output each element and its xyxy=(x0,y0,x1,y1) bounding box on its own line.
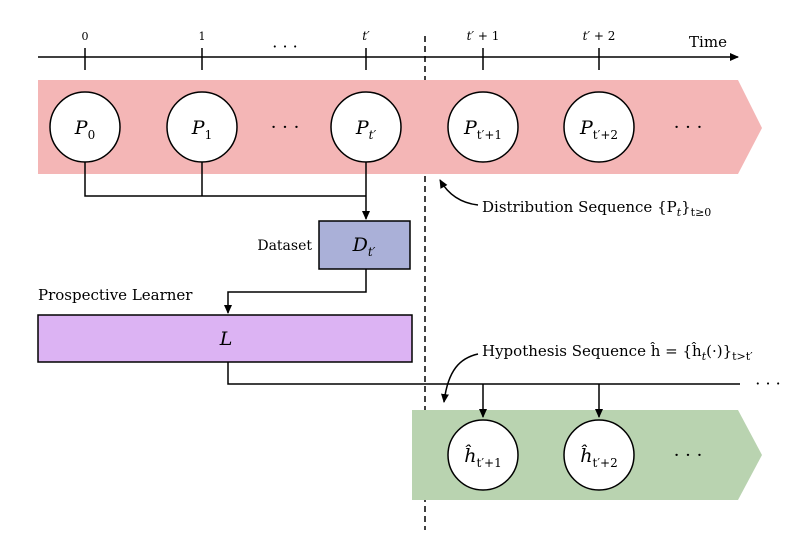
learner-output-line xyxy=(227,362,740,385)
time-ticks xyxy=(84,48,600,70)
time-label: Time xyxy=(689,33,727,51)
tick-label: t′ + 1 xyxy=(467,29,500,43)
hypothesis-caption-arrow xyxy=(441,353,479,403)
svg-text:Pt′: Pt′ xyxy=(355,117,377,142)
distribution-caption: Distribution Sequence {Pt}t≥0 xyxy=(482,198,711,219)
distribution-nodes: P0 P1 Pt′ Pt′+1 Pt′+2 · · · · · · xyxy=(49,91,703,163)
distribution-node: Pt′ xyxy=(330,91,402,163)
timeline-ellipsis: · · · xyxy=(272,37,297,56)
tick-label: 0 xyxy=(82,30,89,43)
svg-text:ĥt′+1: ĥt′+1 xyxy=(464,444,502,470)
dataset-to-learner-arrow xyxy=(224,269,367,314)
hypothesis-caption: Hypothesis Sequence ĥ = {ĥt(·)}t>t′ xyxy=(482,342,753,363)
svg-text:P0: P0 xyxy=(74,117,95,142)
hypothesis-nodes: ĥt′+1 ĥt′+2 · · · xyxy=(447,419,703,491)
distribution-ellipsis: · · · xyxy=(271,117,300,138)
hypothesis-ellipsis: · · · xyxy=(674,445,703,466)
hypothesis-node: ĥt′+1 xyxy=(447,419,519,491)
learner-box xyxy=(37,314,413,363)
dataset-label: Dataset xyxy=(257,238,312,254)
learner-symbol: L xyxy=(219,328,233,350)
dataset-symbol: Dt′ xyxy=(352,234,376,259)
distribution-node: Pt′+2 xyxy=(563,91,635,163)
hypothesis-node: ĥt′+2 xyxy=(563,419,635,491)
learner-label: Prospective Learner xyxy=(38,286,193,304)
distribution-connectors xyxy=(84,160,370,220)
svg-text:Pt′+1: Pt′+1 xyxy=(463,117,502,142)
output-line-ellipsis: · · · xyxy=(755,374,780,393)
distribution-node: Pt′+1 xyxy=(447,91,519,163)
distribution-node: P0 xyxy=(49,91,121,163)
tick-label: t′ + 2 xyxy=(583,29,616,43)
timeline: 0 1 t′ t′ + 1 t′ + 2 · · · Time xyxy=(38,29,739,70)
svg-text:Pt′+2: Pt′+2 xyxy=(579,117,618,142)
tick-label: t′ xyxy=(362,29,370,43)
distribution-node: P1 xyxy=(166,91,238,163)
svg-text:ĥt′+2: ĥt′+2 xyxy=(580,444,618,470)
dataset-box xyxy=(318,220,411,270)
distribution-caption-arrow xyxy=(439,179,479,206)
distribution-ellipsis: · · · xyxy=(674,117,703,138)
connector-line xyxy=(84,160,366,197)
tick-label: 1 xyxy=(199,30,206,43)
svg-text:P1: P1 xyxy=(191,117,212,142)
